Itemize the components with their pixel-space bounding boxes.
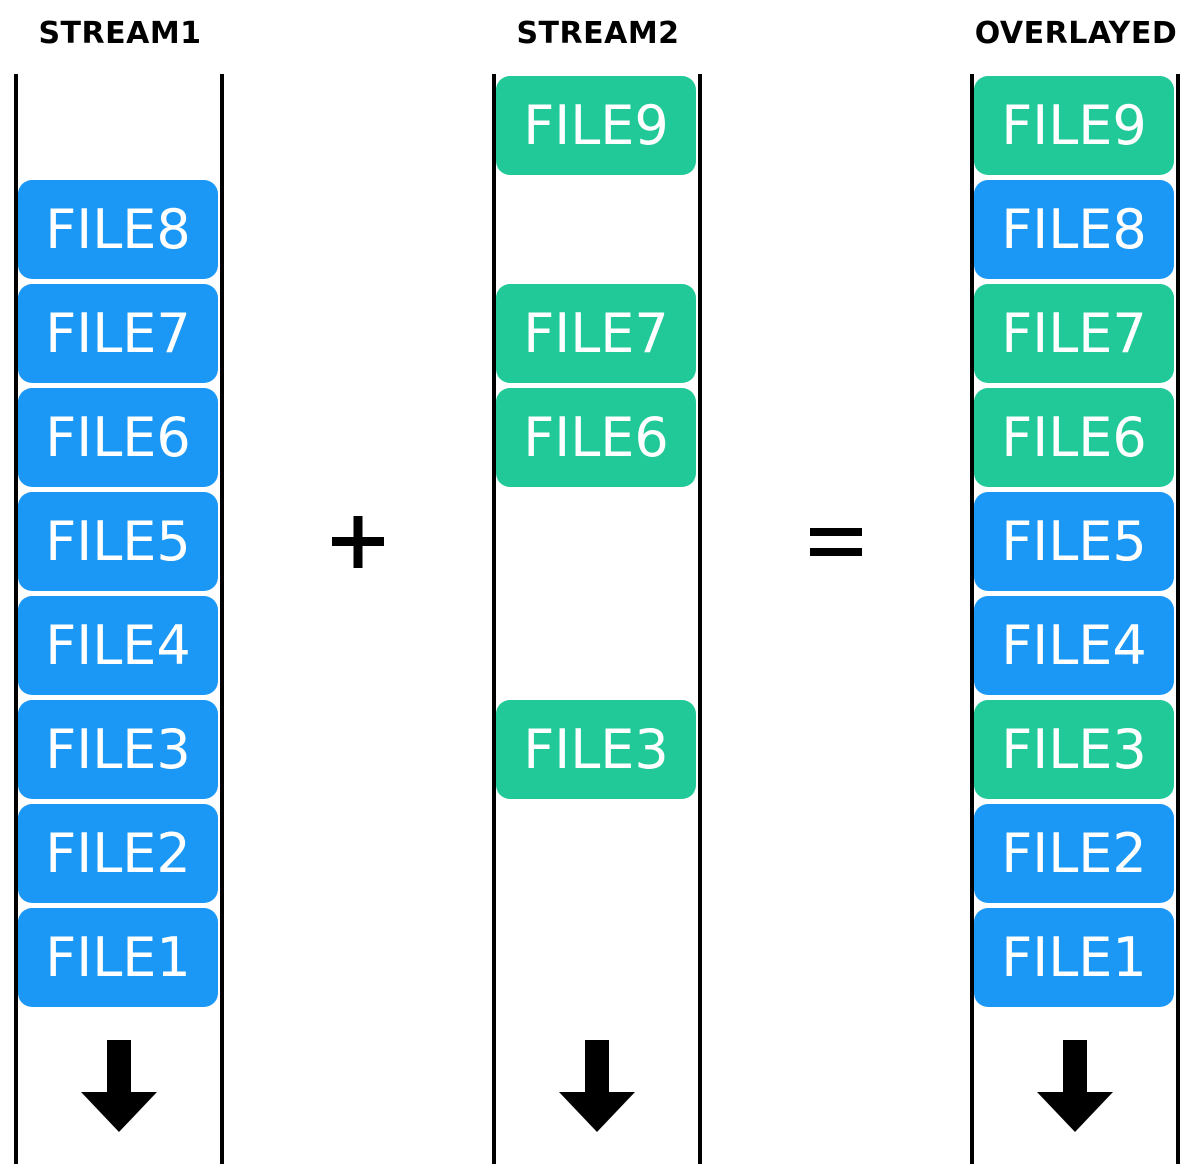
file-box: FILE6 xyxy=(496,388,696,487)
arrow-down-icon xyxy=(559,1040,635,1132)
file-box: FILE6 xyxy=(974,388,1174,487)
file-box: FILE8 xyxy=(18,180,218,279)
file-box: FILE8 xyxy=(974,180,1174,279)
file-box: FILE2 xyxy=(974,804,1174,903)
file-box: FILE9 xyxy=(496,76,696,175)
file-box: FILE1 xyxy=(18,908,218,1007)
file-box: FILE3 xyxy=(496,700,696,799)
overlayed-title: OVERLAYED xyxy=(974,16,1178,51)
file-box: FILE9 xyxy=(974,76,1174,175)
file-box: FILE5 xyxy=(18,492,218,591)
file-box: FILE3 xyxy=(974,700,1174,799)
file-box: FILE1 xyxy=(974,908,1174,1007)
file-box: FILE3 xyxy=(18,700,218,799)
file-box: FILE7 xyxy=(496,284,696,383)
file-box: FILE7 xyxy=(18,284,218,383)
stream1-title: STREAM1 xyxy=(38,16,202,51)
arrow-down-icon xyxy=(81,1040,157,1132)
file-box: FILE2 xyxy=(18,804,218,903)
plus-sign xyxy=(332,516,384,568)
arrow-down-icon xyxy=(1037,1040,1113,1132)
file-box: FILE4 xyxy=(18,596,218,695)
file-box: FILE7 xyxy=(974,284,1174,383)
file-box: FILE5 xyxy=(974,492,1174,591)
file-box: FILE6 xyxy=(18,388,218,487)
equals-sign xyxy=(810,528,862,556)
stream2-title: STREAM2 xyxy=(516,16,680,51)
file-box: FILE4 xyxy=(974,596,1174,695)
